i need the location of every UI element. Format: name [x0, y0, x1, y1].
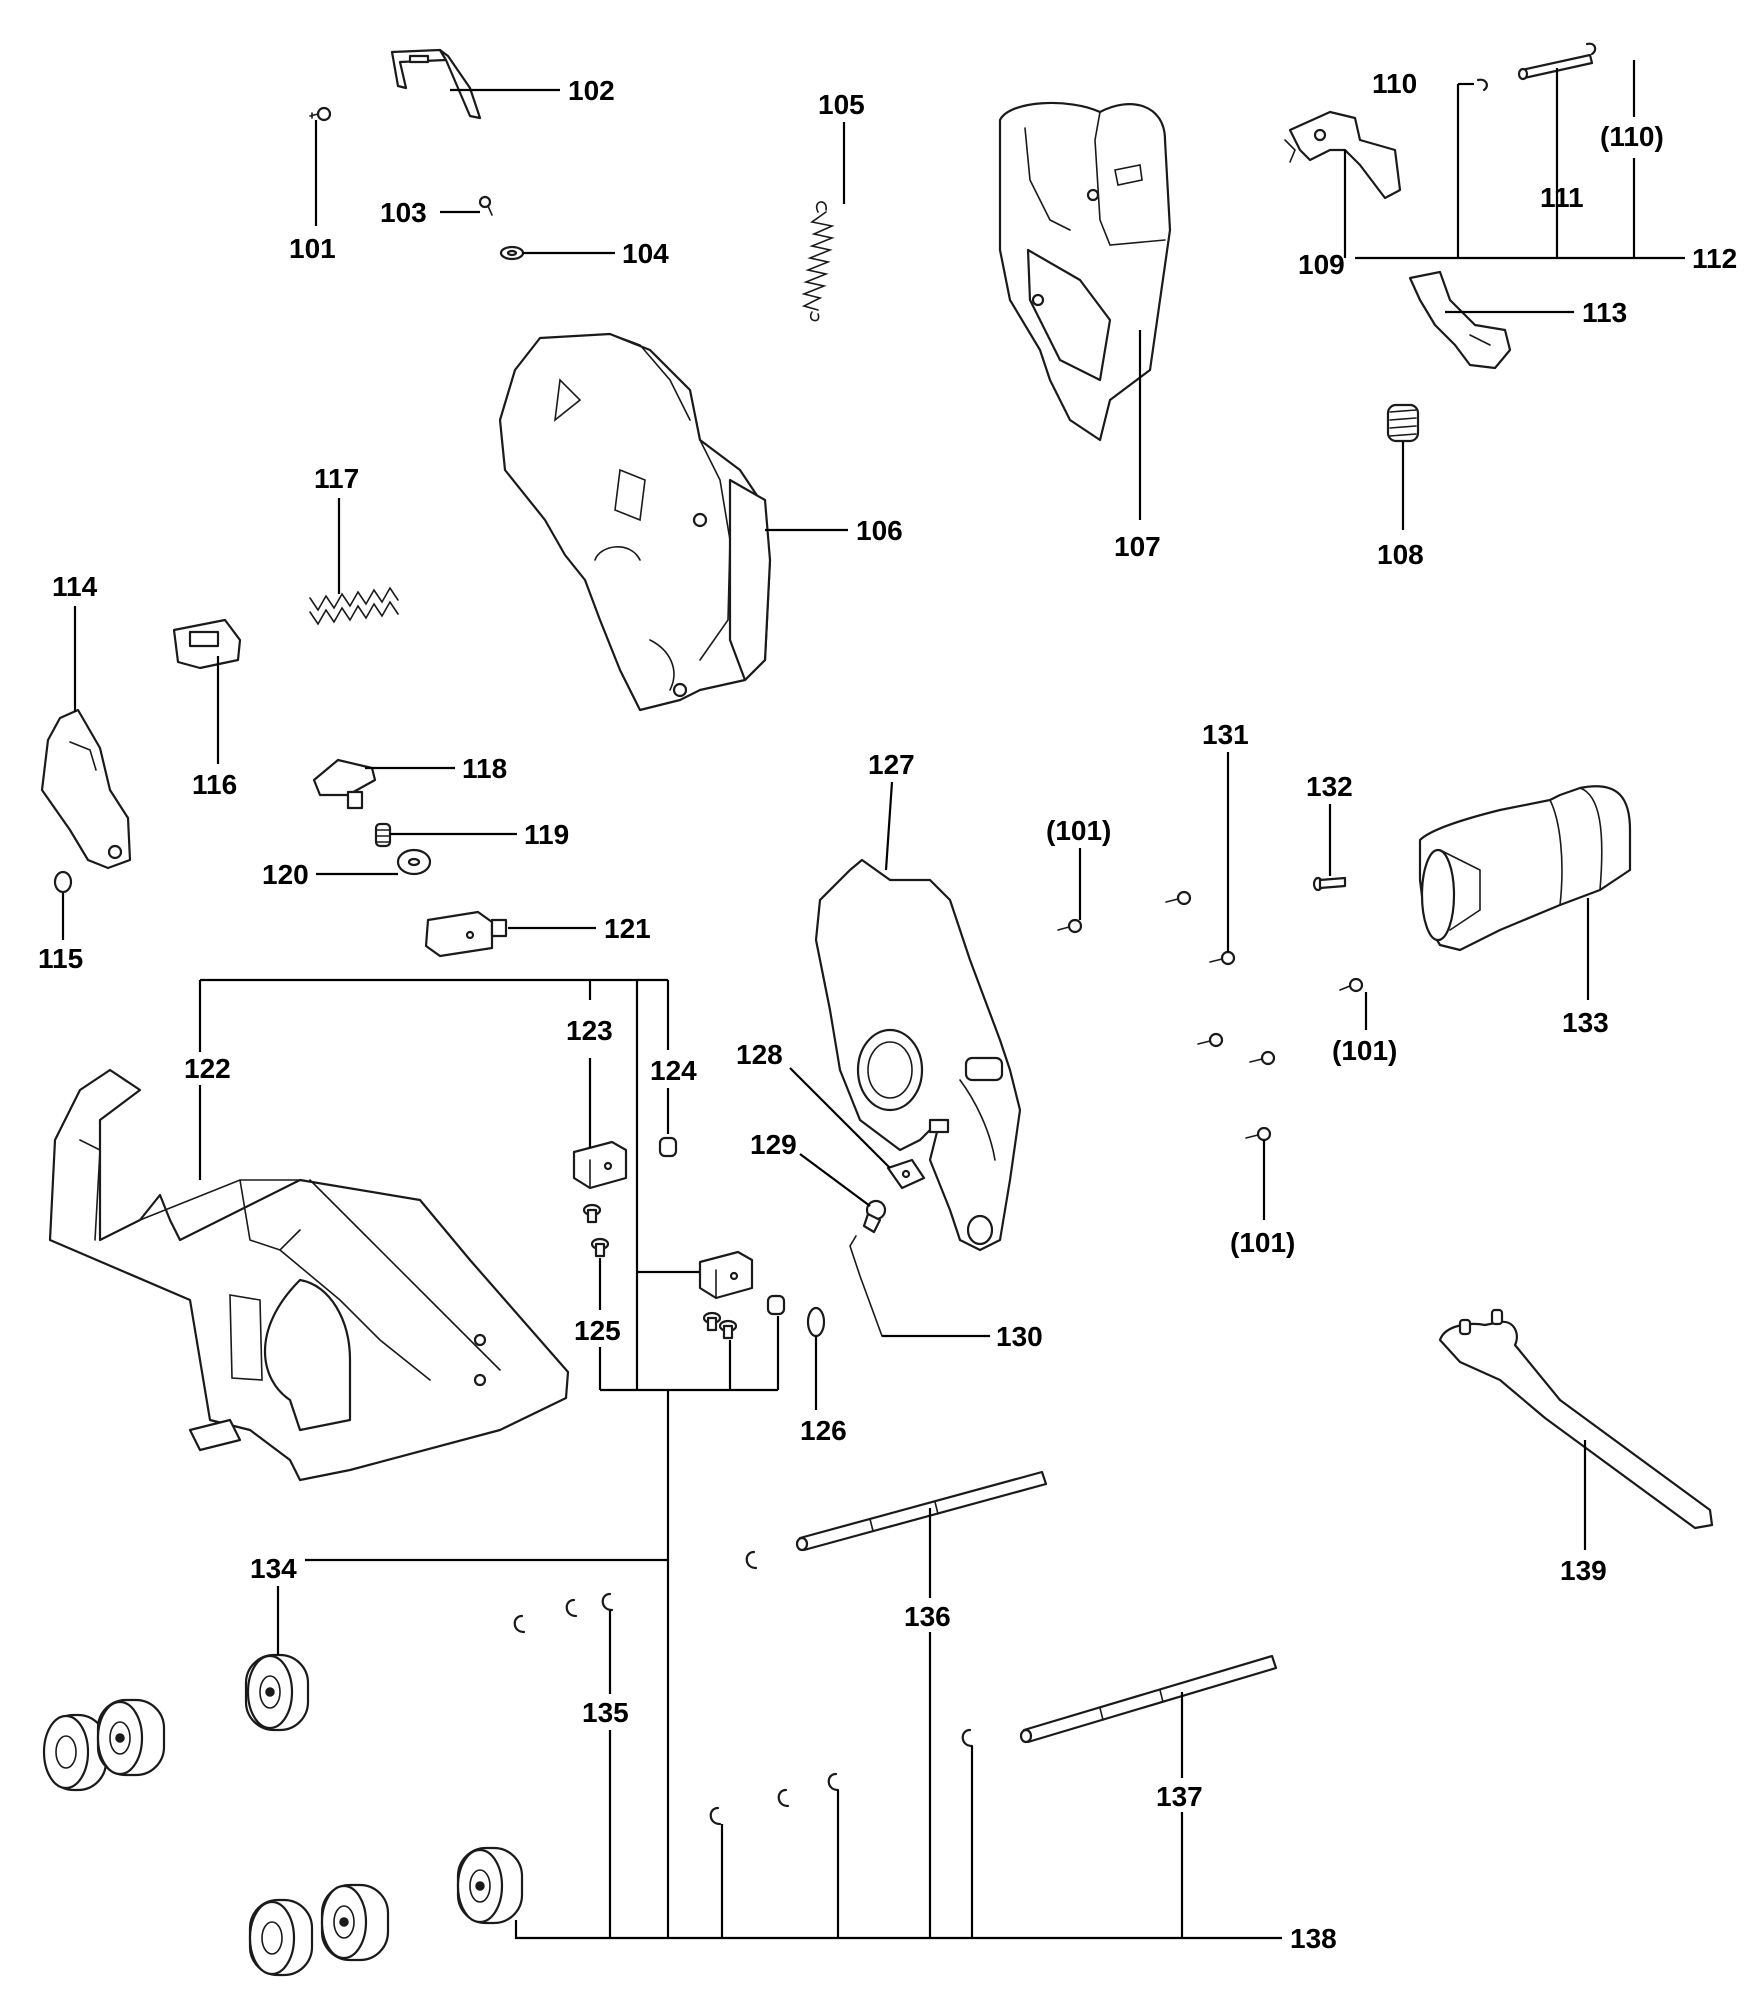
knob-118-part: [312, 758, 377, 810]
callout-122: 122: [184, 1053, 231, 1084]
pin-124b-part: [766, 1294, 786, 1316]
callout-101: 101: [289, 233, 336, 264]
spring-105-part: [801, 201, 835, 322]
callout-131: 131: [1202, 719, 1249, 750]
clip-110-paren-part: [1585, 42, 1597, 56]
pin-124-part: [658, 1136, 678, 1158]
arbor-plate-127-part: [814, 858, 1022, 1252]
spring-108-part: [1386, 403, 1420, 443]
callout-119: 119: [524, 819, 569, 850]
callout-116: 116: [192, 769, 237, 800]
callout-128: 128: [736, 1039, 783, 1070]
callout-115: 115: [38, 943, 83, 974]
callout-125: 125: [574, 1315, 621, 1346]
shaft-137-part: [1019, 1654, 1278, 1744]
screw-101-part: [309, 106, 332, 122]
callout-104: 104: [622, 238, 669, 269]
wrench-139-part: [1438, 1308, 1714, 1530]
callout-130: 130: [996, 1321, 1043, 1352]
trigger-113-part: [1408, 270, 1512, 370]
callout-101-paren-bottom: (101): [1230, 1227, 1295, 1258]
callout-127: 127: [868, 749, 915, 780]
callout-105: 105: [818, 89, 865, 120]
callout-107: 107: [1114, 531, 1161, 562]
hex-key-130-part: [849, 1235, 883, 1337]
callout-110-paren: (110): [1600, 121, 1664, 152]
block-123b-part: [698, 1250, 754, 1300]
callout-124: 124: [650, 1055, 697, 1086]
callout-114: 114: [52, 571, 98, 602]
callout-106: 106: [856, 515, 903, 546]
washer-120-part: [396, 848, 432, 876]
wheel-pair-left-part: [42, 1698, 166, 1792]
bracket-102-part: [390, 48, 482, 120]
nut-128-part: [886, 1158, 926, 1190]
wheel-134-part: [244, 1653, 310, 1732]
callout-126: 126: [800, 1415, 847, 1446]
callout-108: 108: [1377, 539, 1424, 570]
callout-labels: 101 102 103 104 105 106 107 108 109 110 …: [38, 68, 1737, 1954]
block-123-part: [572, 1140, 628, 1190]
callout-103: 103: [380, 197, 427, 228]
upper-guard-106-part: [498, 332, 772, 712]
callout-111: 111: [1540, 182, 1584, 213]
callout-110: 110: [1372, 68, 1417, 99]
spring-119-part: [374, 822, 392, 848]
callout-135: 135: [582, 1697, 629, 1728]
screw-cluster-part: [1057, 876, 1364, 1142]
ring-126-part: [806, 1306, 826, 1338]
callout-101-paren-right: (101): [1332, 1035, 1397, 1066]
callout-134: 134: [250, 1553, 297, 1584]
block-121-part: [424, 910, 508, 958]
wheel-138-part: [456, 1846, 524, 1925]
lever-109-part: [1284, 110, 1402, 200]
pin-111-part: [1517, 53, 1594, 81]
bolt-129-part: [862, 1199, 887, 1234]
callout-101-paren-left: (101): [1046, 815, 1111, 846]
callout-133: 133: [1562, 1007, 1609, 1038]
plate-114-part: [40, 708, 132, 870]
clamp-116-part: [172, 618, 242, 670]
washer-115-part: [53, 870, 73, 894]
callout-121: 121: [604, 913, 651, 944]
callout-109: 109: [1298, 249, 1345, 280]
clip-110-part: [1476, 78, 1488, 92]
callout-117: 117: [314, 463, 359, 494]
base-plate-122-part: [48, 1068, 570, 1482]
e-clips-135-part: [513, 1550, 974, 1826]
callout-138: 138: [1290, 1923, 1337, 1954]
callout-113: 113: [1582, 297, 1627, 328]
callout-129: 129: [750, 1129, 797, 1160]
callout-136: 136: [904, 1601, 951, 1632]
lower-guard-107-part: [998, 101, 1172, 442]
washer-104-part: [499, 245, 525, 261]
callout-137: 137: [1156, 1781, 1203, 1812]
leader-lines: [61, 60, 1685, 1940]
spring-117-part: [309, 586, 399, 626]
wheel-pair-bottom-part: [248, 1883, 390, 1977]
shaft-136-part: [795, 1470, 1048, 1552]
callout-112: 112: [1692, 243, 1737, 274]
callout-102: 102: [568, 75, 615, 106]
callout-132: 132: [1306, 771, 1353, 802]
callout-120: 120: [262, 859, 309, 890]
screw-125-part: [582, 1203, 738, 1340]
screw-103-part: [478, 195, 493, 216]
dust-port-133-part: [1418, 785, 1632, 952]
callout-139: 139: [1560, 1555, 1607, 1586]
callout-123: 123: [566, 1015, 613, 1046]
callout-118: 118: [462, 753, 507, 784]
